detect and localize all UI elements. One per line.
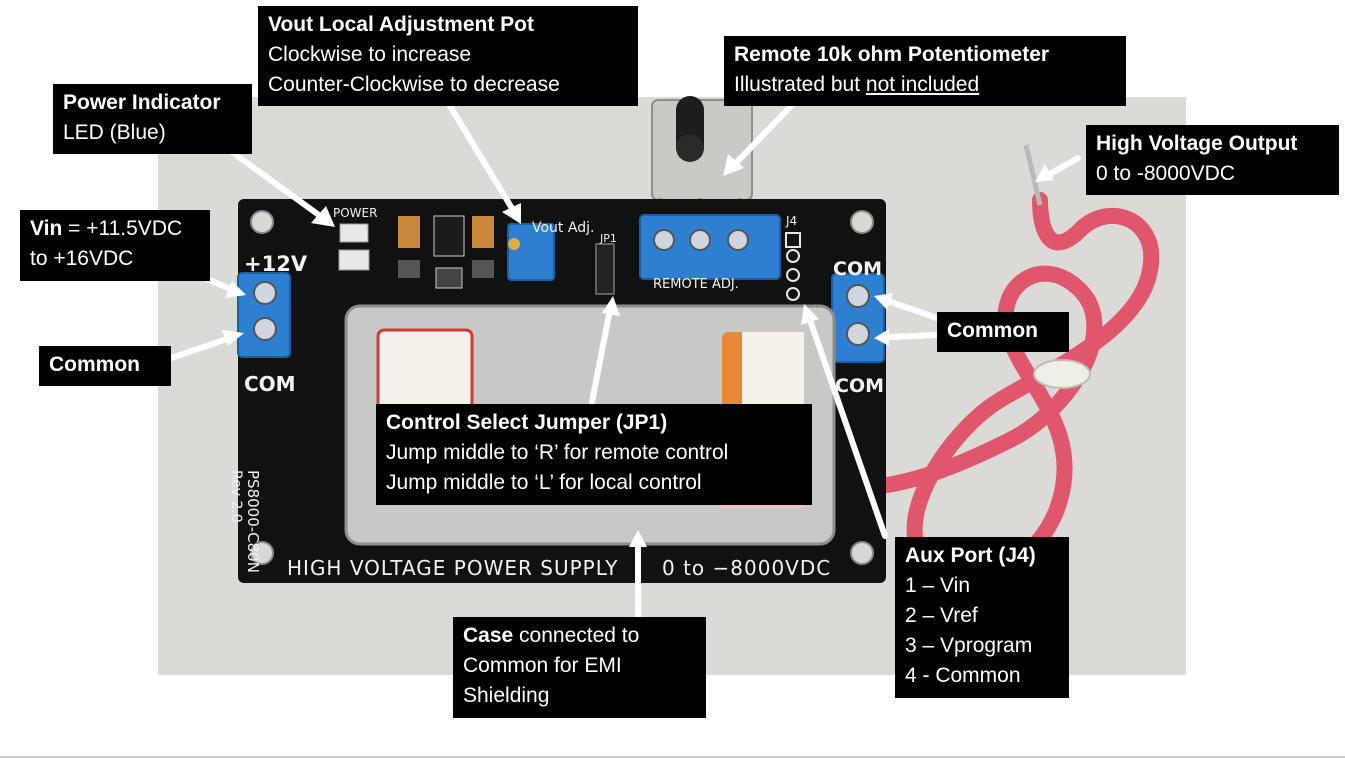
silk-range: 0 to −8000VDC: [662, 556, 832, 580]
silk-com-left: COM: [244, 372, 296, 396]
silk-com-right-bottom: COM: [835, 375, 885, 397]
vin-line2: to +16VDC: [30, 247, 134, 270]
power-indicator-title: Power Indicator: [63, 91, 221, 114]
callout-jumper: Control Select Jumper (JP1) Jump middle …: [376, 404, 812, 505]
remote-pot-prefix: Illustrated but: [734, 73, 866, 96]
vout-pot-title: Vout Local Adjustment Pot: [268, 13, 534, 36]
vout-pot-line2: Counter-Clockwise to decrease: [268, 73, 560, 96]
hv-wire-tip: [1023, 144, 1043, 206]
callout-common-right: Common: [937, 312, 1069, 352]
case-line1: Case connected to: [463, 621, 696, 651]
power-indicator-line1: LED (Blue): [63, 121, 166, 144]
aux-port-item: 2 – Vref: [905, 604, 978, 627]
callout-remote-pot: Remote 10k ohm Potentiometer Illustrated…: [724, 36, 1126, 106]
jumper-title: Control Select Jumper (JP1): [386, 411, 668, 434]
callout-vout-pot: Vout Local Adjustment Pot Clockwise to i…: [258, 6, 638, 106]
callout-power-indicator: Power Indicator LED (Blue): [53, 84, 252, 154]
aux-port-item: 4 - Common: [905, 664, 1021, 687]
silk-vout-adj: Vout Adj.: [532, 220, 595, 236]
silk-j4: J4: [786, 214, 798, 228]
jumper-line1: Jump middle to ‘R’ for remote control: [386, 441, 729, 464]
jp1-header: [595, 243, 615, 295]
silk-com-right-top: COM: [833, 258, 883, 280]
silk-plus12v: +12V: [244, 252, 308, 276]
case-line3: Shielding: [463, 684, 550, 707]
aux-port-item: 3 – Vprogram: [905, 634, 1033, 657]
small-components: [338, 215, 494, 289]
high-voltage-line1: 0 to -8000VDC: [1096, 162, 1235, 185]
callout-vin: Vin = +11.5VDC to +16VDC: [20, 210, 210, 281]
case-bold: Case: [463, 624, 514, 647]
bottom-divider: [0, 756, 1345, 758]
common-right-title: Common: [947, 319, 1038, 342]
silk-remote-adj: REMOTE ADJ.: [653, 277, 739, 292]
vout-pot-line1: Clockwise to increase: [268, 43, 472, 66]
vin-bold: Vin: [30, 217, 63, 240]
silk-power: POWER: [333, 206, 378, 220]
callout-high-voltage: High Voltage Output 0 to -8000VDC: [1086, 125, 1339, 195]
common-left-title: Common: [49, 353, 140, 376]
wire-tie: [1033, 359, 1091, 389]
callout-aux-port: Aux Port (J4) 1 – Vin 2 – Vref 3 – Vprog…: [895, 537, 1069, 698]
jumper-line2: Jump middle to ‘L’ for local control: [386, 471, 702, 494]
j4-header: [785, 232, 801, 301]
remote-pot-line: Illustrated but not included: [734, 70, 1116, 100]
silk-jp1: JP1: [600, 232, 617, 245]
case-line2: Common for EMI: [463, 654, 622, 677]
callout-arrows: [162, 102, 1081, 620]
vin-rest: = +11.5VDC: [62, 217, 183, 240]
silk-model: PS8000-C80N: [244, 470, 262, 573]
case-rest: connected to: [513, 624, 640, 647]
aux-port-title: Aux Port (J4): [905, 544, 1036, 567]
mounting-holes: [250, 210, 874, 565]
callout-common-left: Common: [39, 346, 171, 386]
remote-pot-not-included: not included: [865, 73, 980, 96]
terminal-block-right: [831, 273, 885, 363]
remote-pot-title: Remote 10k ohm Potentiometer: [734, 43, 1050, 66]
silk-title: HIGH VOLTAGE POWER SUPPLY: [287, 556, 619, 580]
silk-rev: Rev 2.0: [228, 470, 244, 523]
remote-terminal-block: [639, 214, 781, 280]
terminal-block-left: [237, 272, 291, 358]
aux-port-item: 1 – Vin: [905, 574, 970, 597]
high-voltage-title: High Voltage Output: [1096, 132, 1298, 155]
callout-case: Case connected to Common for EMI Shieldi…: [453, 617, 706, 718]
vin-line1: Vin = +11.5VDC: [30, 214, 200, 244]
vout-trim-pot: [507, 223, 555, 281]
